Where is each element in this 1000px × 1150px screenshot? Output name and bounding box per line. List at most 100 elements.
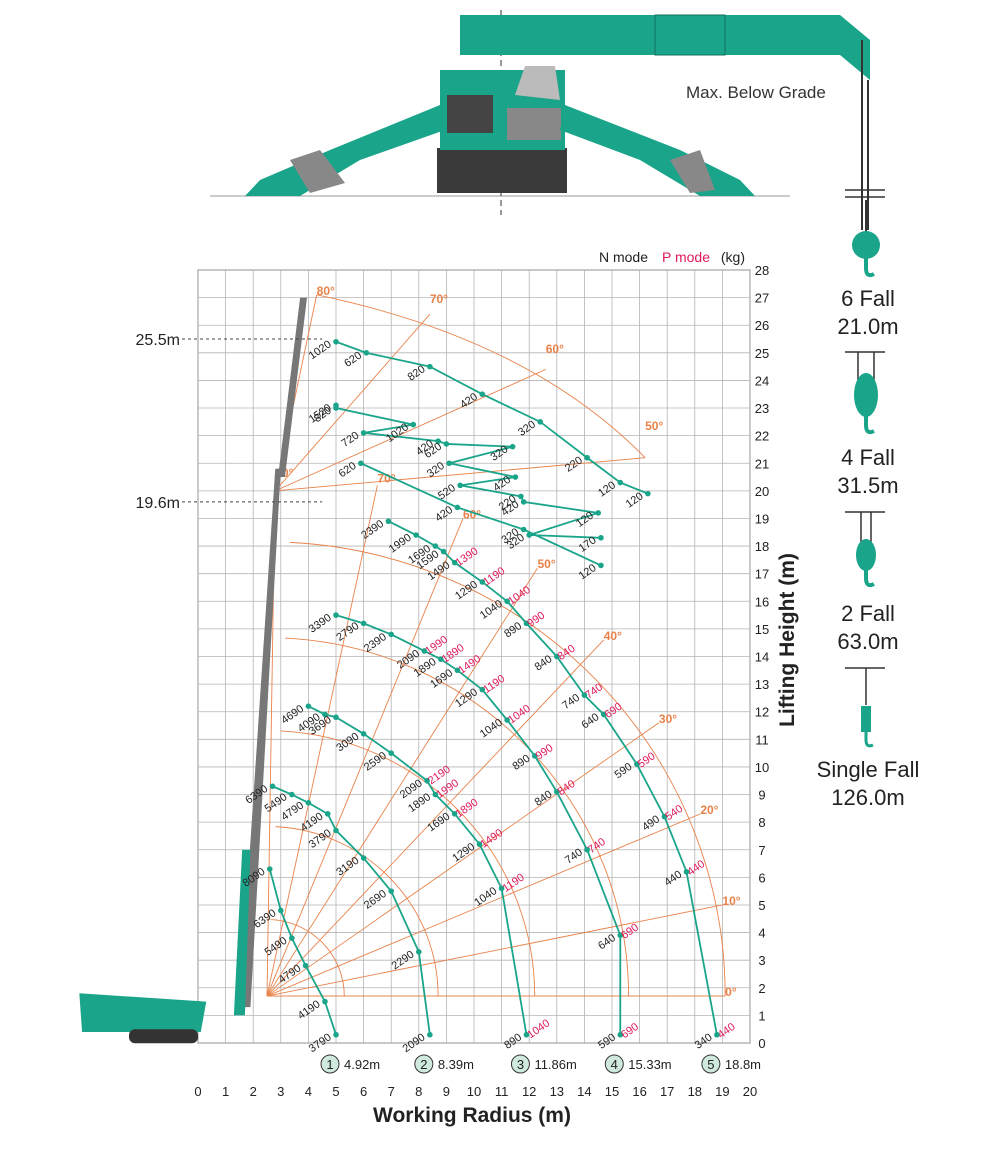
angle-label: 20°	[700, 803, 718, 817]
n-mode-value: 1290	[450, 841, 477, 865]
x-tick-label: 7	[388, 1084, 395, 1099]
x-tick-label: 16	[632, 1084, 646, 1099]
y-tick-label: 0	[758, 1036, 765, 1051]
n-mode-value: 2090	[401, 1031, 428, 1055]
n-mode-value: 720	[339, 430, 361, 450]
legend-n-mode: N mode	[599, 249, 648, 265]
fall-6-load: 21.0m	[837, 314, 898, 339]
jib-angle-label: 80°	[317, 284, 335, 298]
n-mode-value: 120	[577, 562, 599, 582]
load-point	[617, 932, 624, 939]
load-point	[305, 703, 312, 709]
load-point	[512, 474, 519, 480]
x-tick-label: 3	[277, 1084, 284, 1099]
boom-section-number: 3	[517, 1057, 524, 1072]
boom-section-badge	[604, 1054, 624, 1074]
crane-body	[79, 993, 207, 1032]
y-tick-label: 28	[755, 263, 769, 278]
hook-block-4-icon	[854, 373, 878, 417]
jib-angle-ray	[275, 457, 646, 492]
load-point	[617, 1031, 624, 1038]
boom-section-length: 4.92m	[344, 1057, 380, 1072]
n-mode-value: 1040	[478, 717, 505, 741]
fall-2-name: 2 Fall	[841, 601, 895, 626]
n-mode-value: 640	[580, 711, 602, 731]
n-mode-value: 3190	[334, 855, 361, 879]
load-point	[584, 454, 590, 461]
load-point	[278, 907, 284, 914]
fall-2-load: 63.0m	[837, 629, 898, 654]
load-point	[324, 811, 331, 817]
load-point	[520, 526, 527, 533]
jib-angle-label: 50°	[645, 419, 663, 433]
boom-section-badge	[320, 1054, 340, 1074]
n-mode-value: 420	[433, 504, 455, 524]
load-point	[554, 788, 560, 795]
y-tick-label: 25	[755, 346, 769, 361]
angle-label: 10°	[722, 894, 740, 908]
n-mode-value: 3790	[307, 827, 334, 851]
y-tick-label: 14	[755, 650, 769, 665]
load-point	[363, 350, 370, 356]
boom-body	[239, 468, 281, 1008]
x-tick-label: 5	[332, 1084, 339, 1099]
fall-6-name: 6 Fall	[841, 286, 895, 311]
x-tick-label: 10	[467, 1084, 481, 1099]
load-point	[504, 598, 510, 605]
load-point	[427, 363, 433, 370]
load-point	[520, 499, 527, 505]
load-point	[388, 631, 395, 638]
boom-section-badge	[510, 1054, 530, 1074]
y-tick-label: 11	[755, 732, 769, 747]
boom-section-length: 8.39m	[438, 1057, 474, 1072]
y-tick-label: 13	[755, 677, 769, 692]
boom-section-number: 2	[420, 1057, 427, 1072]
load-point	[498, 885, 505, 892]
load-point	[645, 490, 651, 497]
x-tick-label: 14	[577, 1084, 591, 1099]
n-mode-value: 1290	[453, 686, 480, 710]
load-point	[454, 504, 461, 511]
jib-body	[278, 297, 308, 478]
load-point	[269, 783, 276, 790]
hook-block-1-icon	[861, 706, 871, 732]
load-point	[509, 443, 516, 450]
load-point	[451, 559, 458, 566]
load-point	[600, 711, 607, 718]
load-point	[531, 753, 538, 759]
load-point	[302, 962, 309, 969]
load-point	[322, 998, 328, 1005]
load-point	[476, 841, 483, 848]
y-tick-label: 24	[755, 373, 769, 388]
n-mode-value: 1290	[453, 579, 480, 603]
boom-section-number: 5	[707, 1057, 714, 1072]
load-point	[360, 430, 367, 436]
angle-label: 50°	[537, 557, 555, 571]
hook-block-2-icon	[856, 539, 876, 571]
load-point	[385, 518, 392, 525]
load-curve-4	[335, 614, 622, 1035]
boom-length-arc	[280, 730, 536, 997]
jib-angle-ray	[274, 313, 431, 492]
load-point	[598, 534, 604, 541]
n-mode-value: 3390	[307, 612, 334, 636]
n-mode-value: 2390	[362, 631, 389, 655]
load-point	[598, 562, 604, 569]
angle-ray	[266, 813, 701, 997]
n-mode-value: 440	[662, 868, 684, 888]
load-point	[289, 791, 295, 798]
load-point	[451, 811, 458, 817]
load-point	[523, 620, 530, 627]
y-tick-label: 20	[755, 484, 769, 499]
n-mode-value: 2590	[362, 750, 389, 774]
x-tick-label: 18	[688, 1084, 702, 1099]
mode-legend: N mode P mode (kg)	[599, 249, 745, 265]
load-point	[595, 510, 601, 516]
load-point	[333, 714, 339, 721]
n-mode-value: 340	[693, 1031, 715, 1051]
load-point	[526, 532, 532, 538]
